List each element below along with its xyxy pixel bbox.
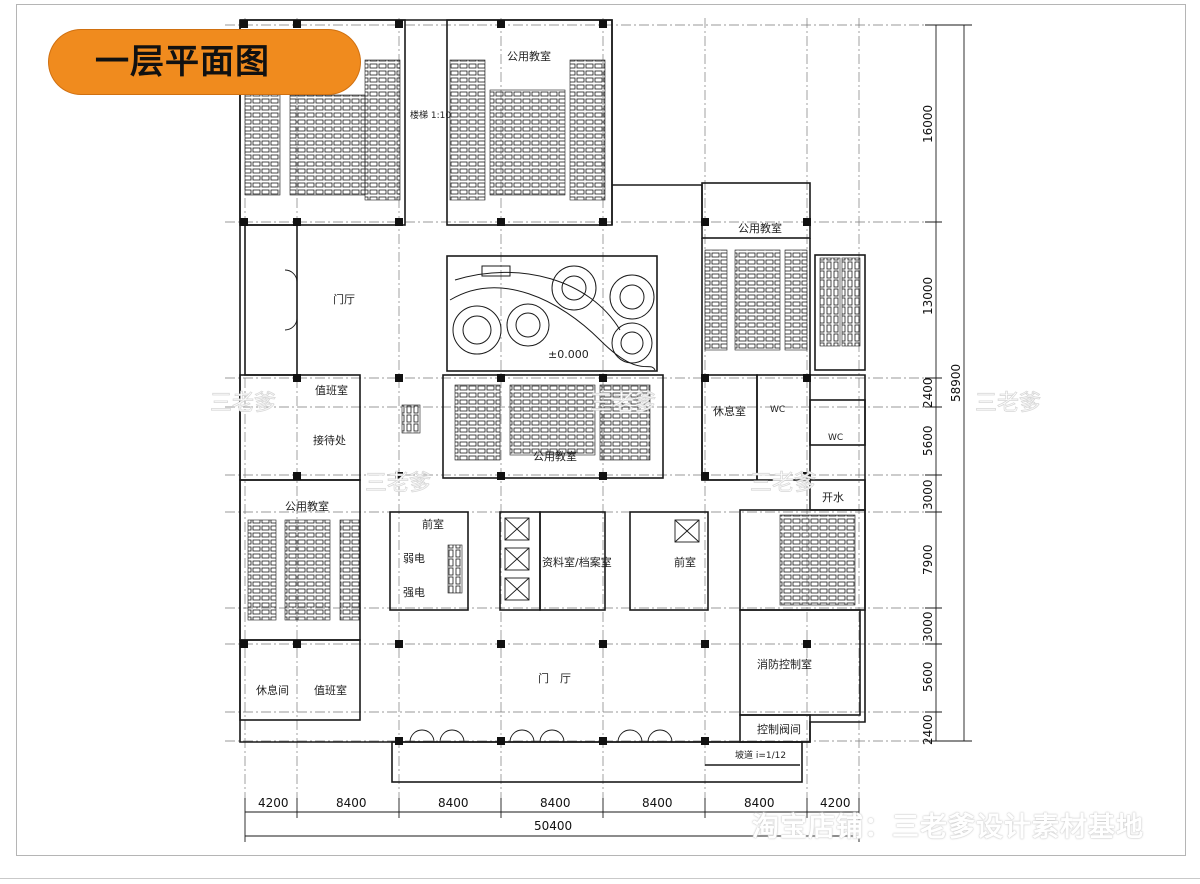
dim-v-6: 7900	[921, 544, 935, 575]
columns	[240, 20, 811, 745]
room-label-fire-control: 消防控制室	[757, 657, 812, 671]
room-label-rest-room: 休息室	[713, 404, 746, 418]
dim-h-4: 8400	[540, 796, 571, 810]
dim-v-total: 58900	[949, 364, 963, 402]
room-label-classroom-1: 公用教室	[507, 49, 551, 63]
dim-v-1: 16000	[921, 105, 935, 143]
title-badge: 一层平面图	[49, 30, 360, 94]
room-label-lobby-north: 门厅	[333, 292, 355, 306]
room-label-wc-2: WC	[828, 433, 843, 443]
dim-v-2: 13000	[921, 277, 935, 315]
room-label-classroom-4: 公用教室	[285, 499, 329, 513]
dim-v-9: 2400	[921, 714, 935, 745]
logo-watermark-4: 三老爹	[750, 471, 816, 496]
entrance-doors	[284, 269, 673, 743]
room-label-duty-room-1: 值班室	[315, 383, 348, 397]
logo-watermark-2: 三老爹	[365, 471, 431, 496]
stair-flights	[401, 257, 861, 594]
seating	[244, 59, 856, 621]
logo-watermark-5: 三老爹	[975, 391, 1041, 416]
page-title: 一层平面图	[95, 42, 270, 82]
room-label-archive: 资料室/档案室	[542, 555, 612, 569]
logo-watermark-1: 三老爹	[210, 391, 276, 416]
room-label-front-room-1: 前室	[422, 517, 444, 531]
room-label-strong-current: 强电	[403, 586, 425, 599]
elevators	[504, 517, 700, 601]
image-frame	[16, 4, 1186, 856]
horizontal-dimensions	[244, 798, 860, 842]
dim-h-1: 4200	[258, 796, 289, 810]
room-label-classroom-3: 公用教室	[533, 449, 577, 463]
room-label-front-room-2: 前室	[674, 555, 696, 569]
logo-watermark-3: 三老爹	[590, 391, 656, 416]
dim-h-2: 8400	[336, 796, 367, 810]
room-label-reception: 接待处	[313, 433, 346, 447]
room-label-rest-room-2: 休息间	[256, 683, 289, 697]
dim-v-7: 3000	[921, 611, 935, 642]
room-label-classroom-2: 公用教室	[738, 221, 782, 235]
vertical-dim-labels: 16000 13000 2400 5600 3000 7900 3000 560…	[921, 105, 963, 745]
stair-label: 楼梯 1:10	[410, 109, 451, 121]
room-label-weak-current: 弱电	[403, 552, 425, 565]
courtyard-trees	[449, 265, 656, 371]
vertical-dimensions	[925, 24, 972, 742]
bottom-rule	[0, 878, 1200, 879]
axis-grid	[225, 18, 935, 800]
ramp-label: 坡道 i=1/12	[735, 749, 786, 761]
dim-v-8: 5600	[921, 661, 935, 692]
dim-h-3: 8400	[438, 796, 469, 810]
shop-watermark: 淘宝店铺：三老爹设计素材基地	[752, 812, 1144, 843]
room-label-wc-1: WC	[770, 405, 785, 415]
room-label-duty-room-2: 值班室	[314, 683, 347, 697]
dim-h-total: 50400	[534, 819, 572, 833]
room-label-lobby-main: 门 厅	[538, 671, 571, 685]
room-label-valve-room: 控制阀间	[757, 722, 801, 736]
dim-v-3: 2400	[921, 377, 935, 408]
dim-v-4: 5600	[921, 425, 935, 456]
dim-h-7: 4200	[820, 796, 851, 810]
dim-h-5: 8400	[642, 796, 673, 810]
dim-h-6: 8400	[744, 796, 775, 810]
dim-v-5: 3000	[921, 479, 935, 510]
elevation-marker: ±0.000	[548, 348, 589, 361]
room-label-boiled-water: 开水	[822, 491, 844, 504]
